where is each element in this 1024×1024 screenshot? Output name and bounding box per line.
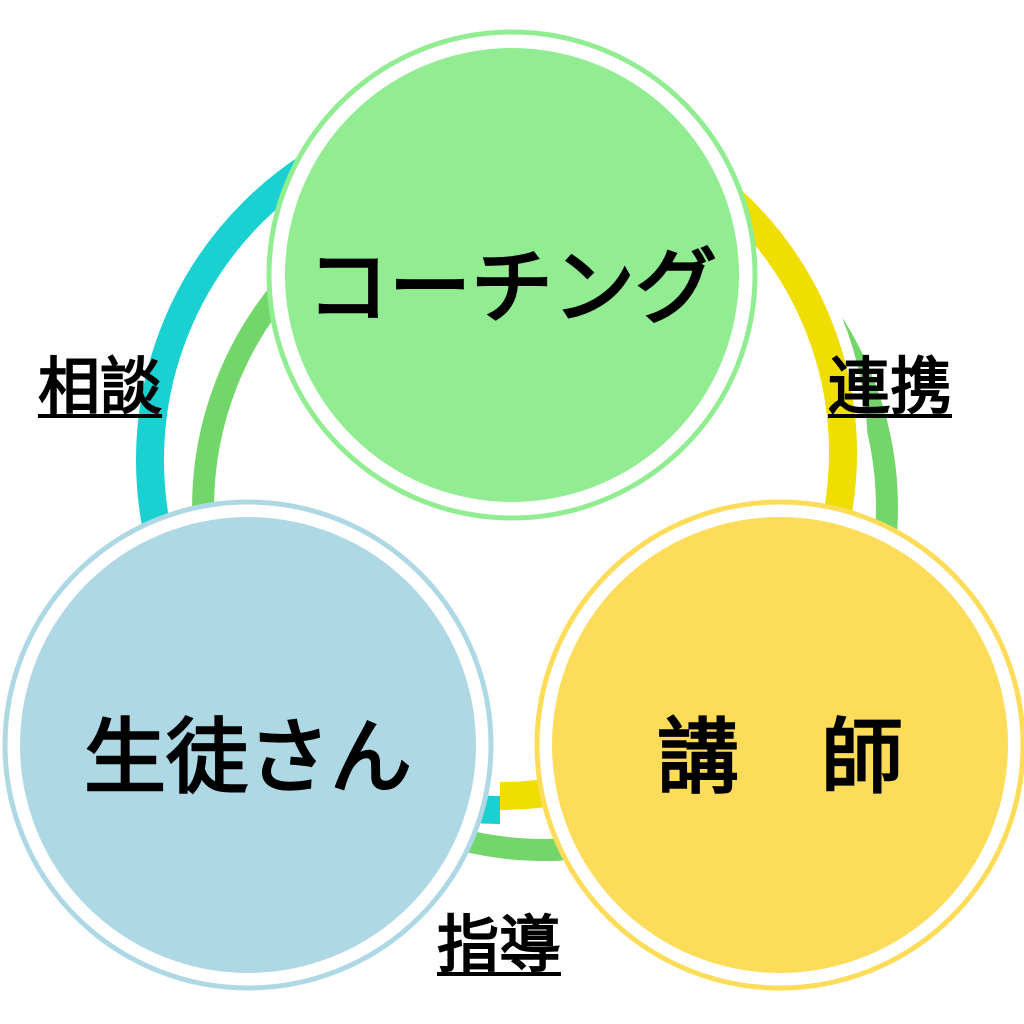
cooperate-label: 連携 xyxy=(828,350,953,423)
coaching-circle xyxy=(285,48,739,502)
teacher-circle xyxy=(552,517,1008,973)
student-label: 生徒さん xyxy=(83,710,413,806)
teacher-label: 講 師 xyxy=(656,710,904,806)
coaching-label: コーチング xyxy=(306,240,718,336)
student-circle xyxy=(20,517,476,973)
guidance-label: 指導 xyxy=(437,908,562,981)
consult-label: 相談 xyxy=(38,350,163,423)
